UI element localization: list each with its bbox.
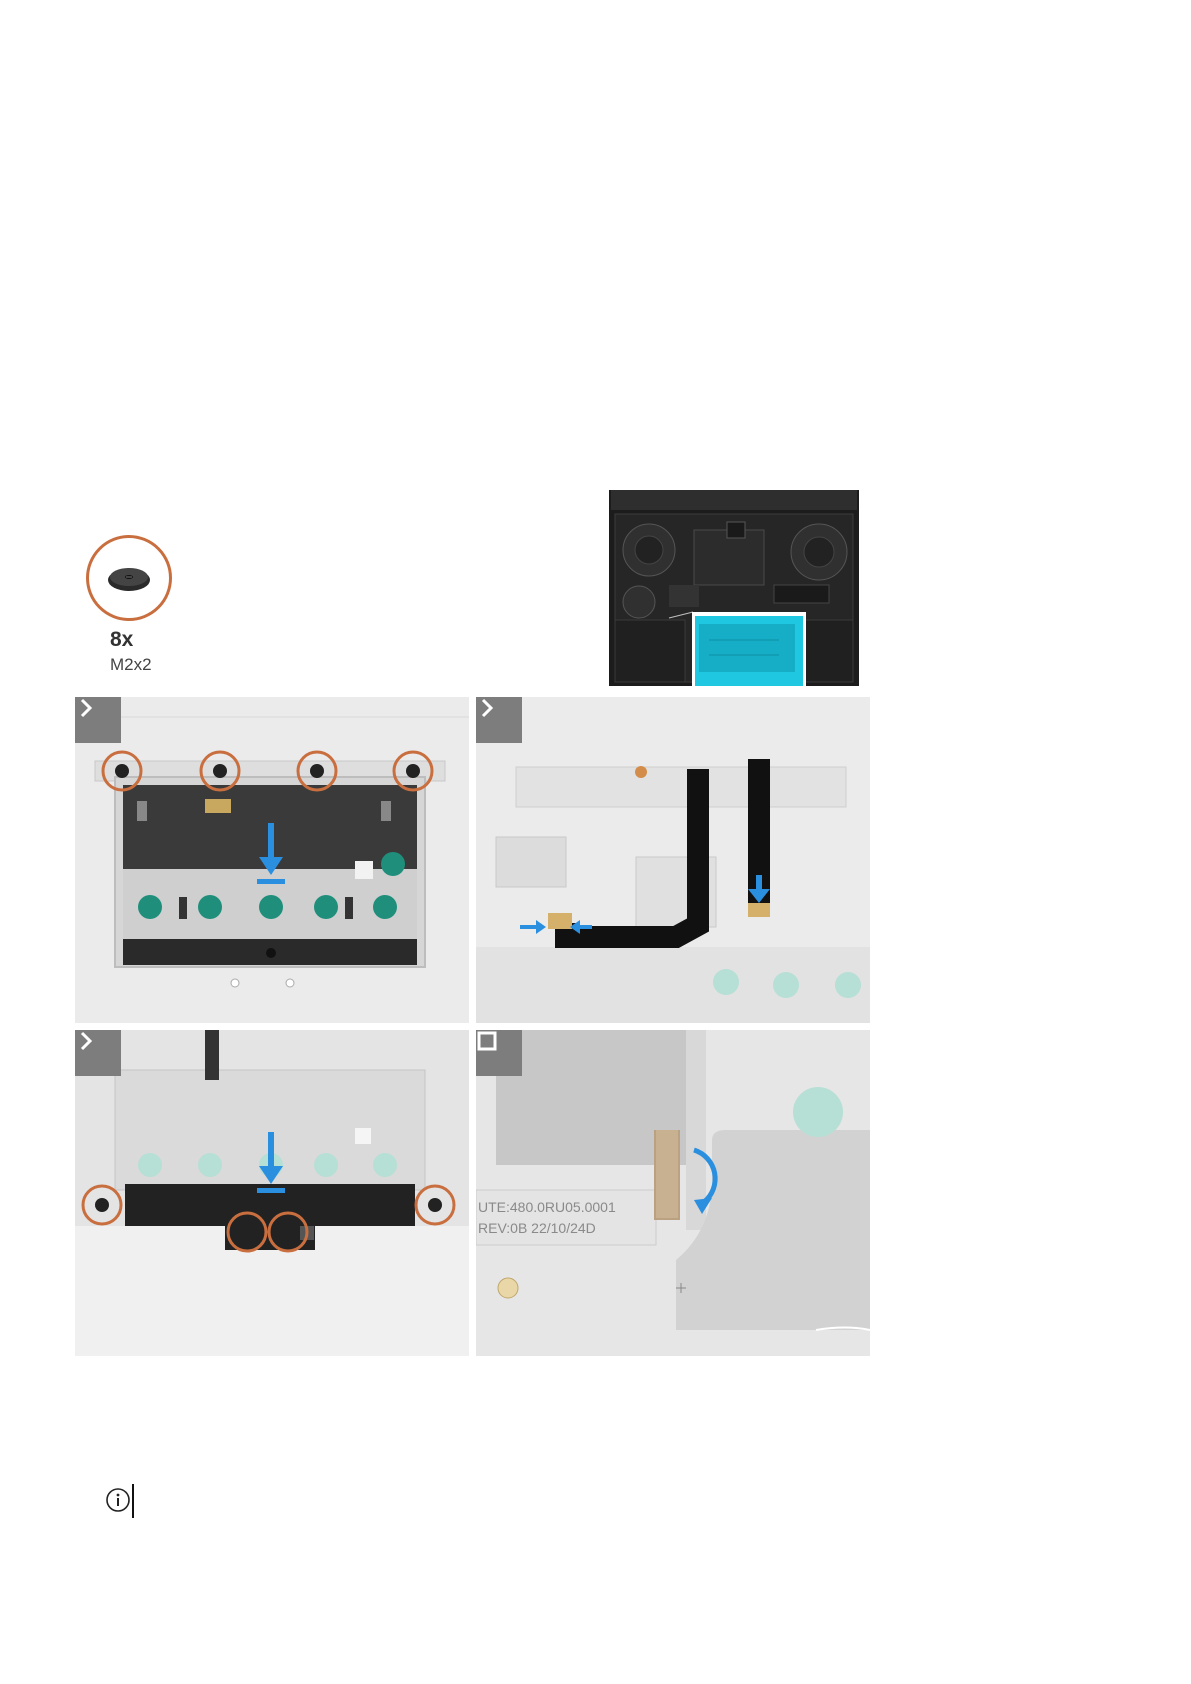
label-sticker-line-1: UTE:480.0RU05.0001 bbox=[478, 1199, 616, 1215]
screw-icon bbox=[86, 535, 172, 621]
note-divider bbox=[132, 1484, 134, 1518]
step-panel-4: UTE:480.0RU05.0001 REV:0B 22/10/24D bbox=[476, 1030, 870, 1356]
step-badge bbox=[476, 697, 522, 743]
step-badge bbox=[75, 697, 121, 743]
step-panel-1 bbox=[75, 697, 469, 1023]
screw-size: M2x2 bbox=[110, 655, 152, 675]
info-icon bbox=[105, 1487, 131, 1513]
step-panel-3 bbox=[75, 1030, 469, 1356]
laptop-overview-image bbox=[609, 490, 859, 686]
step-panel-2 bbox=[476, 697, 870, 1023]
step-badge bbox=[476, 1030, 522, 1076]
screw-quantity: 8x bbox=[110, 628, 133, 652]
label-sticker-line-2: REV:0B 22/10/24D bbox=[478, 1220, 596, 1236]
step-badge bbox=[75, 1030, 121, 1076]
